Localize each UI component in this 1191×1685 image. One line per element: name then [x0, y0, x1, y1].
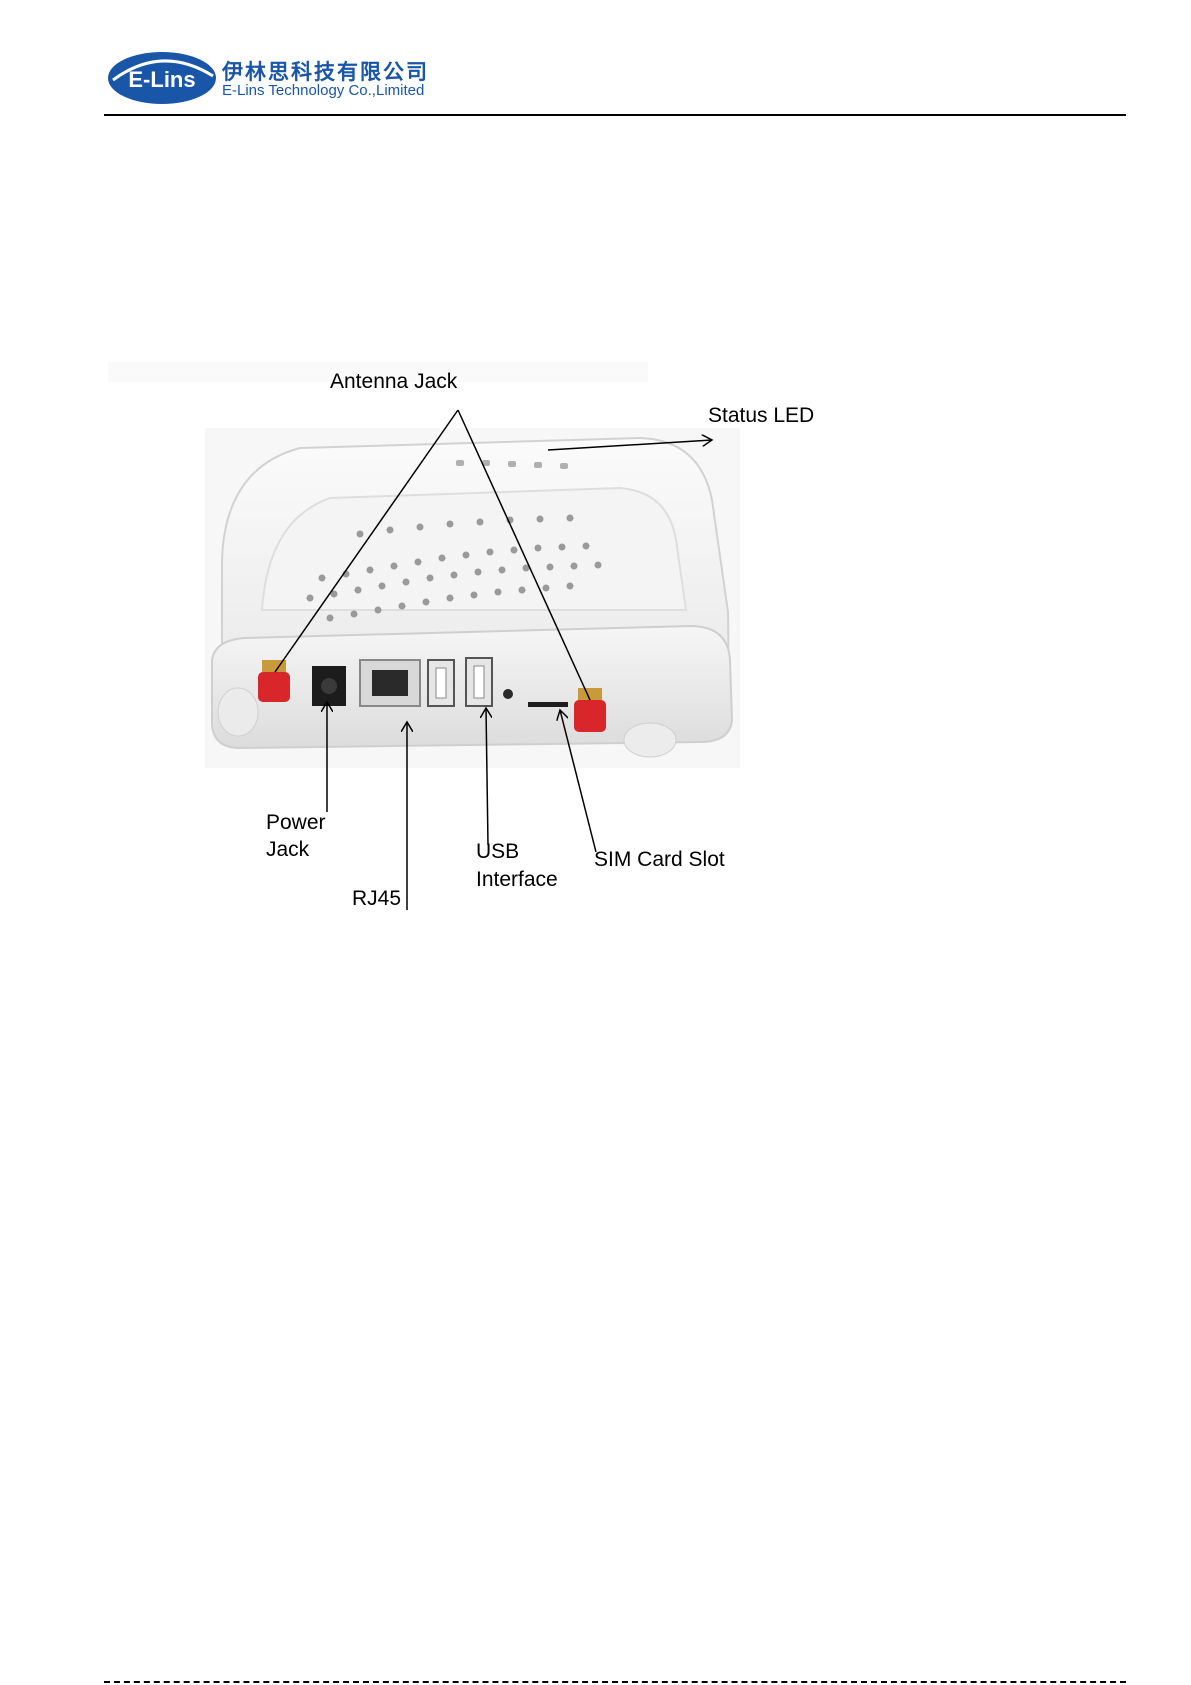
- usb-label-line1: USB: [476, 838, 519, 866]
- power-jack-port: [312, 666, 346, 706]
- usb-label-line2: Interface: [476, 866, 558, 894]
- power-jack-label-line2: Jack: [266, 836, 309, 864]
- rj45-label: RJ45: [352, 885, 401, 913]
- usb-port-2: [466, 658, 492, 706]
- reset-button: [503, 689, 513, 699]
- antenna-jack-left: [258, 660, 290, 702]
- sim-card-slot: [528, 702, 568, 707]
- usb-port-1: [428, 660, 454, 706]
- antenna-jack-label: Antenna Jack: [330, 368, 457, 396]
- rj45-port: [360, 660, 420, 706]
- router-device: [212, 438, 732, 757]
- power-jack-label-line1: Power: [266, 809, 326, 837]
- antenna-jack-right: [574, 688, 606, 732]
- status-led-label: Status LED: [708, 402, 814, 430]
- sim-card-slot-label: SIM Card Slot: [594, 846, 725, 874]
- footer-divider: [104, 1681, 1126, 1683]
